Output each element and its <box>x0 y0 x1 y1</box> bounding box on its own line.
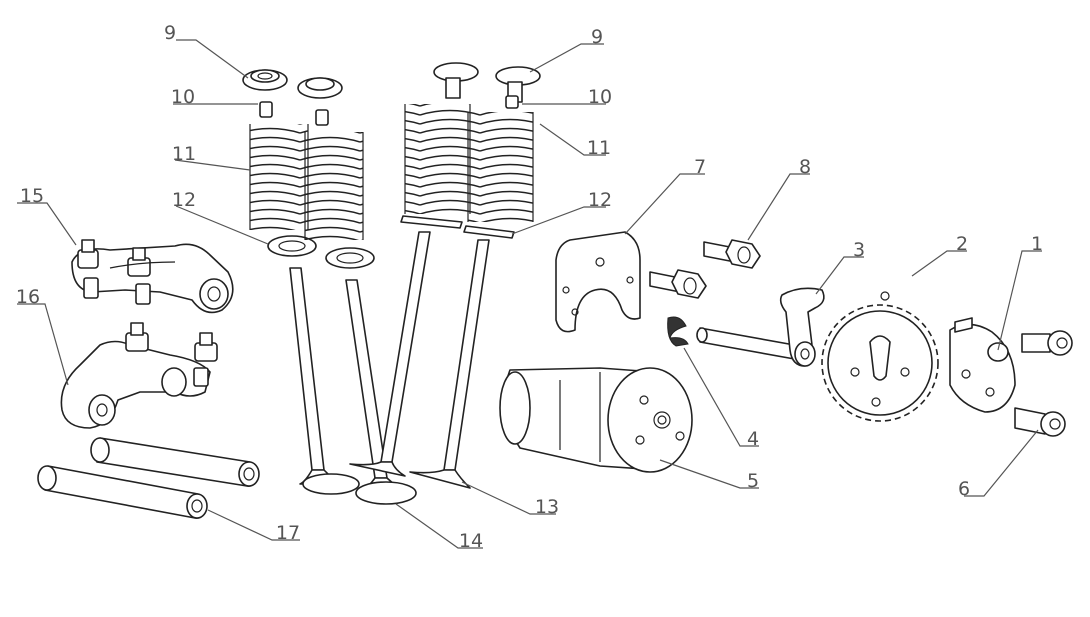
retainer-part-9-left-2 <box>297 77 343 99</box>
callout-17: 17 <box>276 522 300 544</box>
rocker-arm-part-16 <box>60 322 218 429</box>
callout-7: 7 <box>694 156 706 178</box>
spring-part-11-right <box>467 112 534 222</box>
callout-4: 4 <box>747 428 759 450</box>
callout-11-left: 11 <box>172 143 196 165</box>
callout-15: 15 <box>20 185 44 207</box>
callout-11-right: 11 <box>587 137 611 159</box>
callout-16: 16 <box>16 286 40 308</box>
callout-3: 3 <box>853 239 865 261</box>
callout-10-left: 10 <box>171 86 195 108</box>
callout-12-left: 12 <box>172 189 196 211</box>
seat-part-12-left <box>267 235 317 257</box>
bolt-part-8 <box>703 239 761 269</box>
callout-6: 6 <box>958 478 970 500</box>
seat-part-12-right <box>463 225 515 239</box>
shaft-part-4 <box>696 327 801 361</box>
keeper-part-10-right <box>505 95 519 109</box>
retainer-part-9-left <box>242 69 288 91</box>
callout-2: 2 <box>956 233 968 255</box>
bracket-part-7 <box>555 231 641 333</box>
tube-part-17-lower <box>37 465 208 519</box>
camshaft-part-5 <box>499 367 693 473</box>
lever-part-3 <box>779 287 825 367</box>
spring-part-11-right-2 <box>404 104 471 214</box>
keeper-part-10-left <box>259 101 273 118</box>
callout-9-left: 9 <box>164 22 176 44</box>
callout-8: 8 <box>799 156 811 178</box>
seat-part-12-right-2 <box>400 215 463 229</box>
callout-12-right: 12 <box>588 189 612 211</box>
seat-part-12-left-2 <box>325 247 375 269</box>
callout-13: 13 <box>535 496 559 518</box>
callout-14: 14 <box>459 530 483 552</box>
valve-part-14 <box>345 279 417 505</box>
spring-part-4 <box>667 316 689 347</box>
tube-part-17-upper <box>90 437 260 487</box>
callout-5: 5 <box>747 470 759 492</box>
leader-lines <box>17 39 1042 549</box>
spring-part-11-left-2 <box>304 132 364 240</box>
rocker-arm-part-15 <box>71 239 234 314</box>
socket-bolt-part-6 <box>1014 407 1066 437</box>
bolt-part-8-lower <box>649 269 707 299</box>
callout-9-right: 9 <box>591 26 603 48</box>
valve-part-14-left <box>289 267 360 495</box>
valve-part-13 <box>409 239 490 489</box>
plate-part-1 <box>949 317 1016 413</box>
spring-part-11-left <box>249 124 309 230</box>
callout-10-right: 10 <box>588 86 612 108</box>
sprocket-part-2 <box>821 291 939 422</box>
socket-bolt-part-6-upper <box>1021 330 1073 356</box>
valve-part-13-left <box>349 231 431 477</box>
retainer-part-9-right-2 <box>433 62 479 99</box>
keeper-part-10-left-2 <box>315 109 329 126</box>
callout-1: 1 <box>1031 233 1043 255</box>
callout-labels: 9 10 11 12 15 16 17 9 10 11 12 7 8 3 2 1… <box>16 22 1043 552</box>
